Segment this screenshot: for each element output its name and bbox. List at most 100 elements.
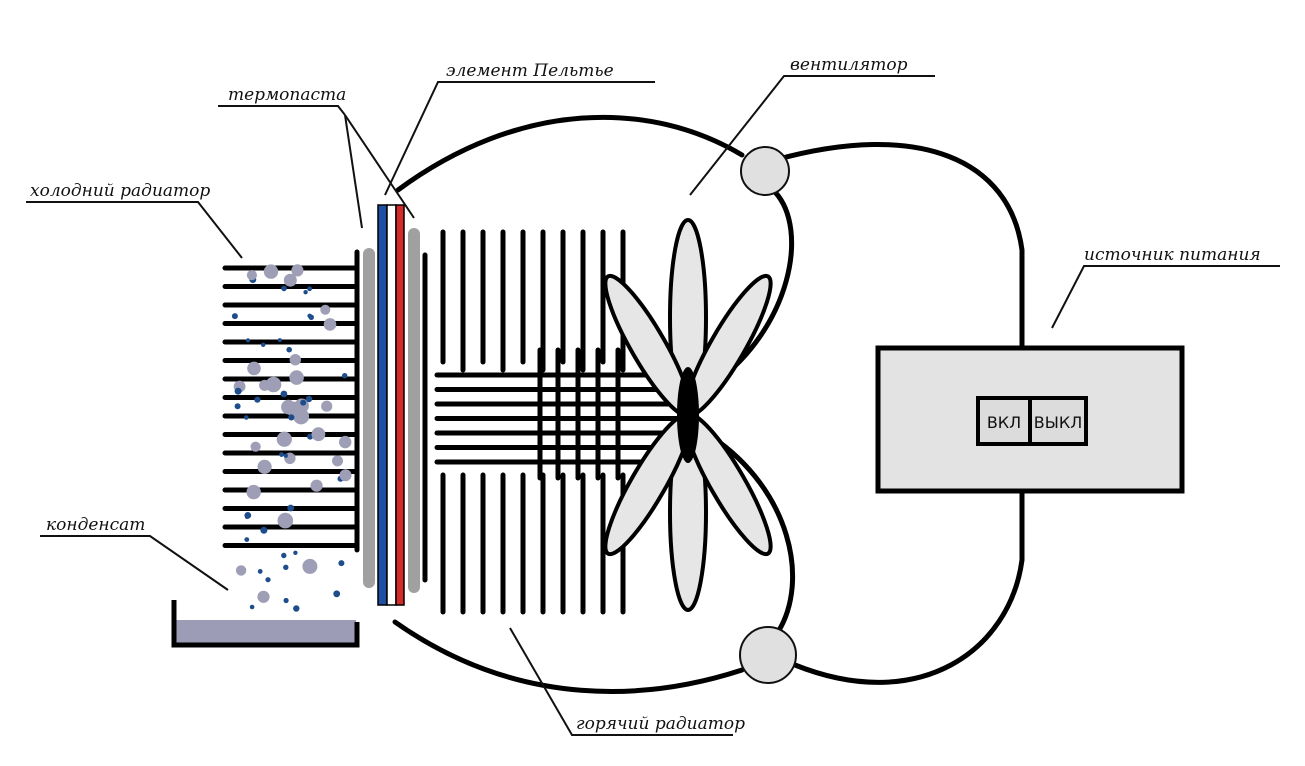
label-thermopaste: термопаста (228, 85, 346, 105)
condensate-droplet (281, 552, 287, 559)
condensate-droplet (287, 504, 295, 512)
condensate-droplet (289, 370, 304, 385)
condensate-droplet (260, 526, 268, 534)
condensate-droplet (265, 376, 282, 393)
tray-outline (171, 600, 360, 648)
condensate-droplet (279, 452, 284, 457)
thermopaste-cold-side (363, 248, 375, 588)
condensate-droplet (333, 590, 341, 598)
condensate-droplet (291, 264, 304, 277)
condensate-droplet (311, 427, 326, 442)
condensate-droplet (257, 590, 270, 603)
leader-thermopaste-hot (344, 114, 415, 219)
condensate-droplet (303, 290, 308, 295)
fan (603, 218, 773, 612)
condensate-droplet (244, 512, 252, 519)
connector-node-top (740, 146, 790, 196)
condensate-droplet (257, 459, 272, 474)
leader-cold-radiator (26, 201, 243, 259)
condensate-droplet (283, 564, 289, 570)
condensate-droplet (234, 387, 242, 395)
leader-fan (689, 75, 935, 196)
condensate-droplet (307, 313, 313, 319)
condensate-droplet (276, 431, 292, 447)
condensate-droplet (332, 455, 343, 467)
condensate-droplet (231, 313, 238, 320)
condensate-droplet (339, 435, 352, 449)
condensate-droplet (323, 318, 337, 331)
leader-hot-radiator (509, 627, 733, 736)
leader-thermopaste-cold (344, 114, 363, 229)
condensate-droplet (307, 286, 312, 292)
leader-peltier (384, 81, 655, 196)
label-hot-radiator: горячий радиатор (576, 714, 745, 734)
fan-hub (677, 367, 699, 463)
condensate-droplet (320, 304, 331, 315)
label-condensate: конденсат (46, 515, 145, 535)
condensate-droplet (283, 597, 289, 604)
condensate-droplet (249, 604, 255, 610)
condensate-droplets (231, 264, 352, 612)
leader-thermopaste (218, 105, 346, 116)
thermopaste-hot-side (408, 228, 420, 593)
condensate-droplet (261, 342, 266, 347)
switch-on-button[interactable] (976, 396, 1032, 446)
condensate-droplet (342, 373, 348, 379)
label-fan: вентилятор (790, 55, 908, 75)
condensate-droplet (293, 605, 300, 612)
condensate-droplet (247, 361, 261, 376)
condensate-droplet (246, 270, 257, 281)
wire-bottom-arc (392, 619, 745, 694)
condensate-droplet (288, 414, 295, 421)
condensate-droplet (281, 285, 287, 292)
condensate-droplet (235, 565, 247, 576)
condensate-droplet (310, 479, 323, 492)
condensate-droplet (293, 550, 298, 555)
switch-off-button[interactable] (1028, 396, 1088, 446)
condensate-droplet (289, 354, 301, 366)
wire-top-arc (395, 114, 745, 193)
condensate-droplet (300, 399, 307, 406)
callouts: термопаста элемент Пельтье вентилятор хо… (26, 55, 1280, 736)
peltier-hot-plate (395, 204, 405, 606)
condensate-droplet (245, 338, 251, 343)
condensate-droplet (321, 400, 333, 412)
condensate-droplet (305, 395, 313, 403)
peltier-cold-plate (377, 204, 388, 606)
condensate-droplet (280, 390, 288, 398)
wire-fan-bottom (709, 434, 796, 635)
condensate-droplet (259, 379, 271, 391)
leader-condensate (40, 535, 229, 591)
switch-off-label: ВЫКЛ (1034, 413, 1082, 432)
condensate-droplet (302, 558, 318, 574)
connector-node-bottom (739, 626, 797, 684)
condensate-droplet (234, 403, 241, 410)
condensate-droplet (250, 441, 261, 452)
condensate-droplet (339, 469, 352, 482)
condensate-liquid (176, 620, 356, 644)
condensate-droplet (254, 396, 261, 403)
peltier-assembly (363, 204, 428, 606)
condensate-droplet (263, 264, 279, 279)
leader-power-supply (1051, 265, 1280, 329)
label-peltier: элемент Пельтье (446, 61, 614, 81)
wire-top-to-psu (772, 141, 1025, 348)
condensate-droplet (286, 346, 293, 353)
condensate-droplet (277, 512, 294, 529)
switch-on-label: ВКЛ (987, 413, 1021, 432)
condensate-droplet (286, 401, 302, 418)
label-power-supply: источник питания (1084, 245, 1261, 265)
condensate-droplet (246, 484, 261, 500)
condensate-droplet (338, 560, 345, 567)
condensate-droplet (283, 453, 288, 458)
condensate-droplet (283, 273, 297, 287)
condensate-tray (171, 600, 360, 648)
condensate-droplet (265, 577, 271, 583)
condensate-droplet (257, 569, 263, 574)
label-cold-radiator: холодний радиатор (30, 181, 210, 201)
hot-radiator (434, 229, 681, 615)
wire-bottom-to-psu (792, 489, 1025, 685)
condensate-droplet (244, 415, 249, 420)
condensate-droplet (244, 537, 250, 542)
